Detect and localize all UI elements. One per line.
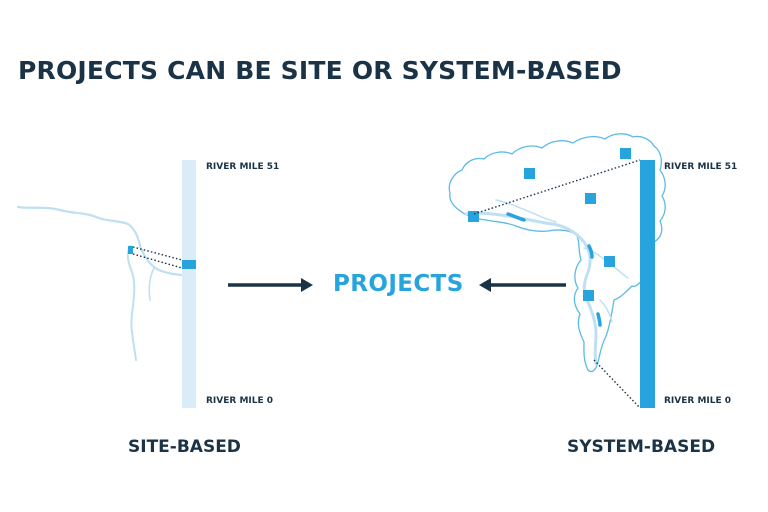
site-based-caption: SITE-BASED [128,437,241,457]
site-projection-line-top [132,246,183,261]
system-based-panel [448,133,666,409]
system-stream-branch-1 [495,199,557,223]
system-project-marker [468,211,479,222]
site-river-main [16,205,184,277]
system-projection-line-top [473,159,641,215]
system-project-marker [585,193,596,204]
system-river-highlight-3 [596,312,602,327]
watershed-outline [448,133,666,373]
site-based-panel [16,160,196,408]
system-project-marker [583,290,594,301]
system-river-mile-bottom-label: RIVER MILE 0 [664,396,732,406]
system-river-highlight-2 [587,244,594,259]
system-river-mile-top-label: RIVER MILE 51 [664,162,738,172]
page-title: PROJECTS CAN BE SITE OR SYSTEM-BASED [18,56,622,85]
arrow-right-to-center [479,278,566,292]
site-river-mile-bottom-label: RIVER MILE 0 [206,396,274,406]
site-river-branch-2 [148,267,155,301]
site-river-mile-top-label: RIVER MILE 51 [206,162,280,172]
projects-label: PROJECTS [333,271,464,297]
system-project-marker [620,148,631,159]
site-river-branch-1 [126,245,137,361]
system-project-marker [604,256,615,267]
site-bar-highlight [182,260,196,269]
system-river-highlight-1 [506,212,526,222]
system-based-caption: SYSTEM-BASED [567,437,716,457]
site-project-marker [128,246,133,254]
site-projection-line-bottom [132,253,183,269]
system-stream-branch-3 [599,299,613,323]
system-projection-line-bottom [593,359,641,409]
arrow-left-to-center [228,278,313,292]
system-project-marker [524,168,535,179]
site-river-mile-bar [182,160,196,408]
system-river-mile-bar [640,160,655,408]
